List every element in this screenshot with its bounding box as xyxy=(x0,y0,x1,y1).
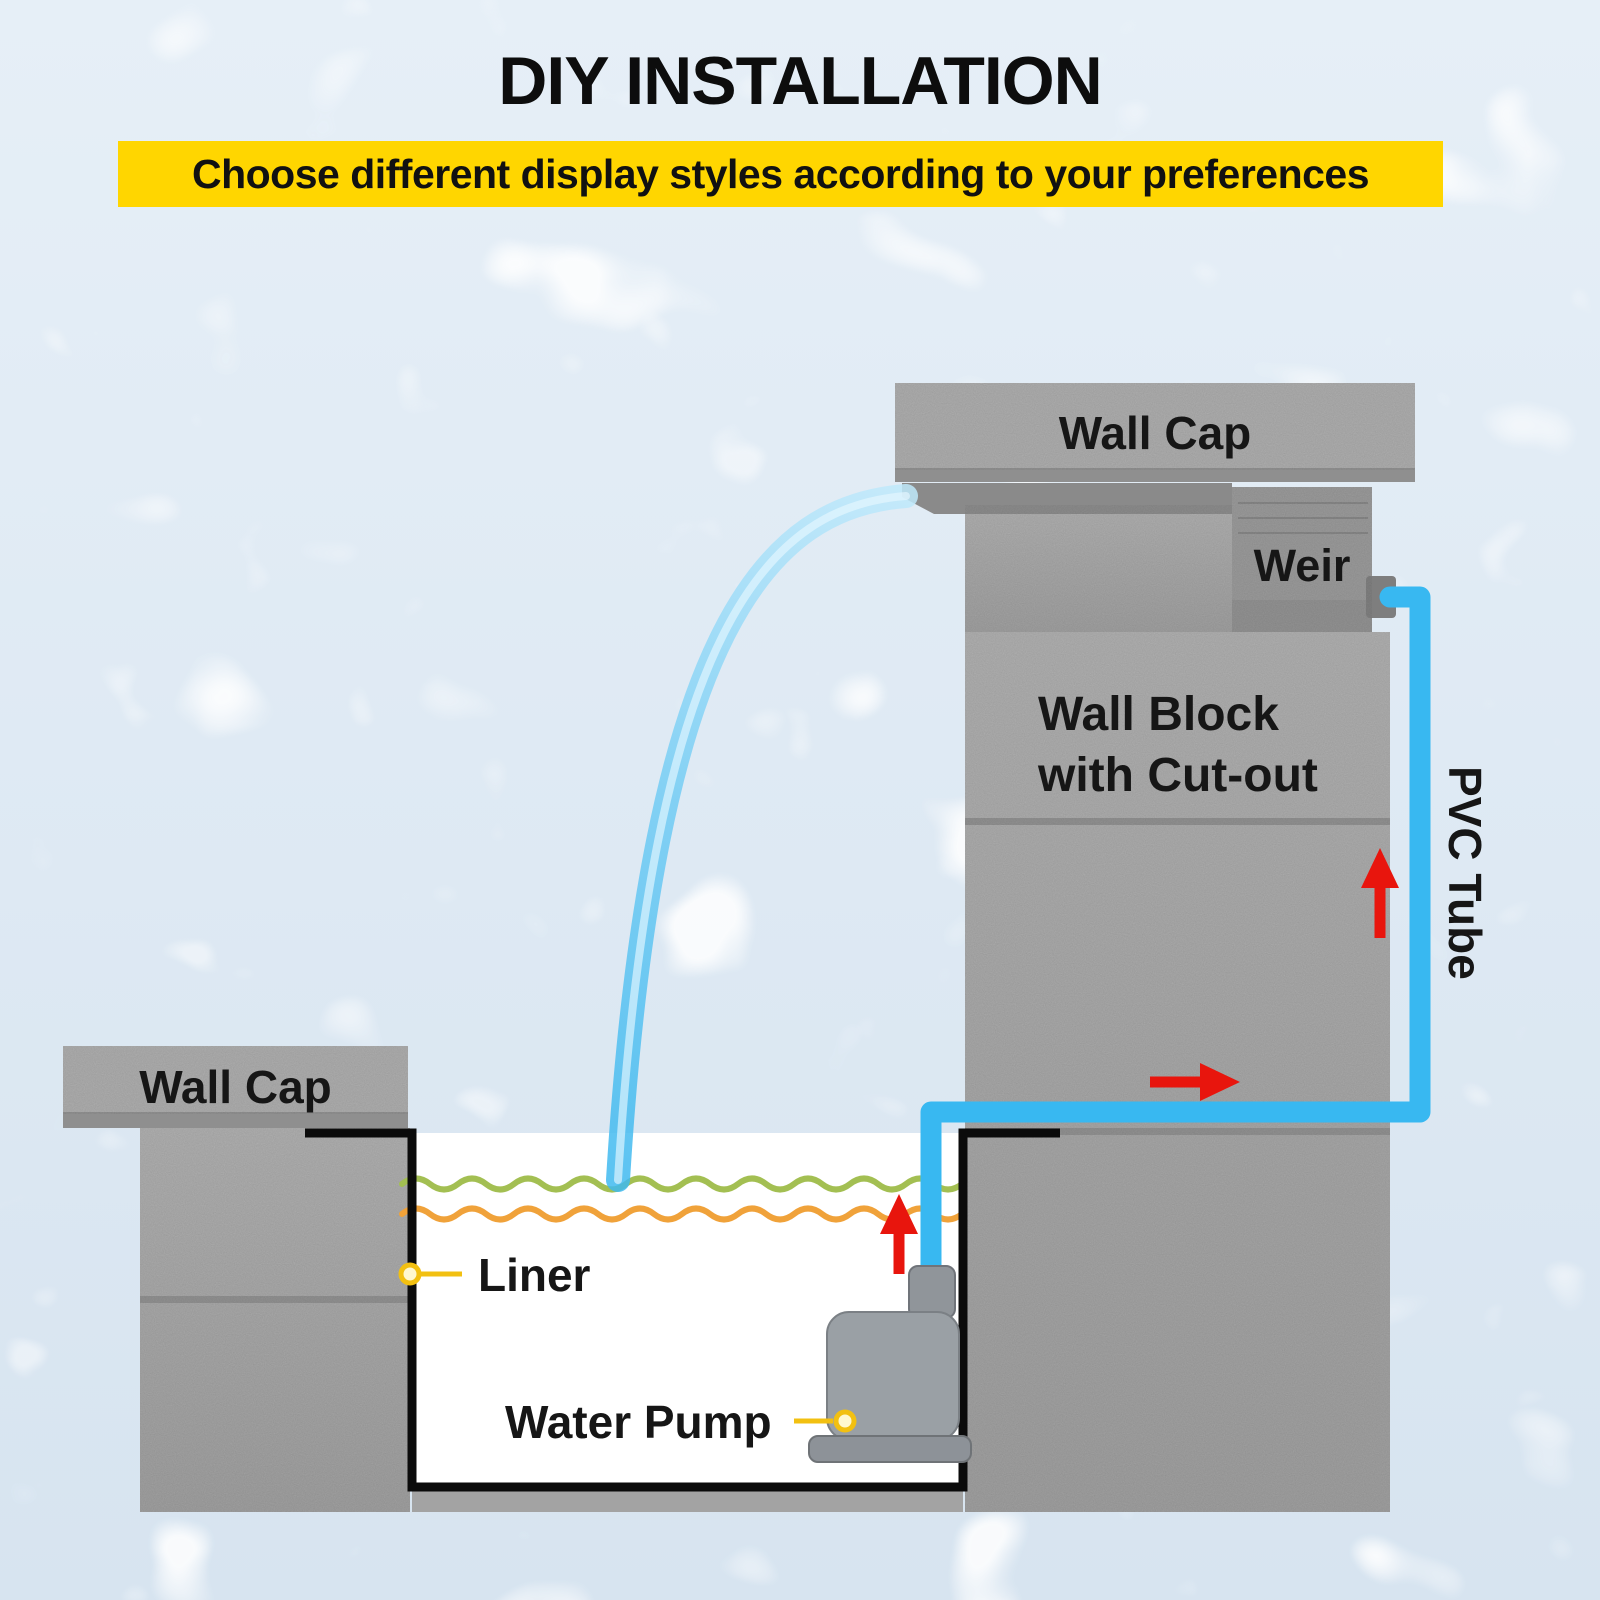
water-pump-shape xyxy=(808,1265,972,1463)
label-wall-cap-right: Wall Cap xyxy=(1058,407,1252,459)
wave-orange xyxy=(399,1205,965,1223)
label-wall-block-line2: with Cut-out xyxy=(1038,749,1318,803)
label-wall-block: Wall Block with Cut-out xyxy=(1038,684,1318,807)
label-wall-block-line1: Wall Block xyxy=(1038,688,1279,741)
label-weir: Weir xyxy=(1253,540,1351,591)
water-arc xyxy=(606,484,918,1192)
arrow-up-right-wall xyxy=(1361,848,1399,938)
page-title: DIY INSTALLATION xyxy=(498,43,1103,119)
wave-green xyxy=(399,1175,965,1193)
label-wall-cap-left: Wall Cap xyxy=(139,1061,332,1113)
label-water-pump: Water Pump xyxy=(505,1396,772,1448)
flow-arrows xyxy=(880,848,1399,1274)
leader-water-pump xyxy=(794,1409,857,1433)
label-pvc-tube: PVC Tube xyxy=(1439,766,1491,980)
arrow-right-horizontal xyxy=(1150,1063,1240,1101)
pvc-tube-line xyxy=(920,586,1431,1293)
leader-liner xyxy=(398,1262,462,1286)
subtitle-text: Choose different display styles accordin… xyxy=(191,150,1370,197)
subtitle-banner: Choose different display styles accordin… xyxy=(118,141,1443,207)
liner-outline xyxy=(305,1128,1060,1492)
label-liner: Liner xyxy=(478,1249,591,1301)
arrow-up-pool xyxy=(880,1194,918,1274)
